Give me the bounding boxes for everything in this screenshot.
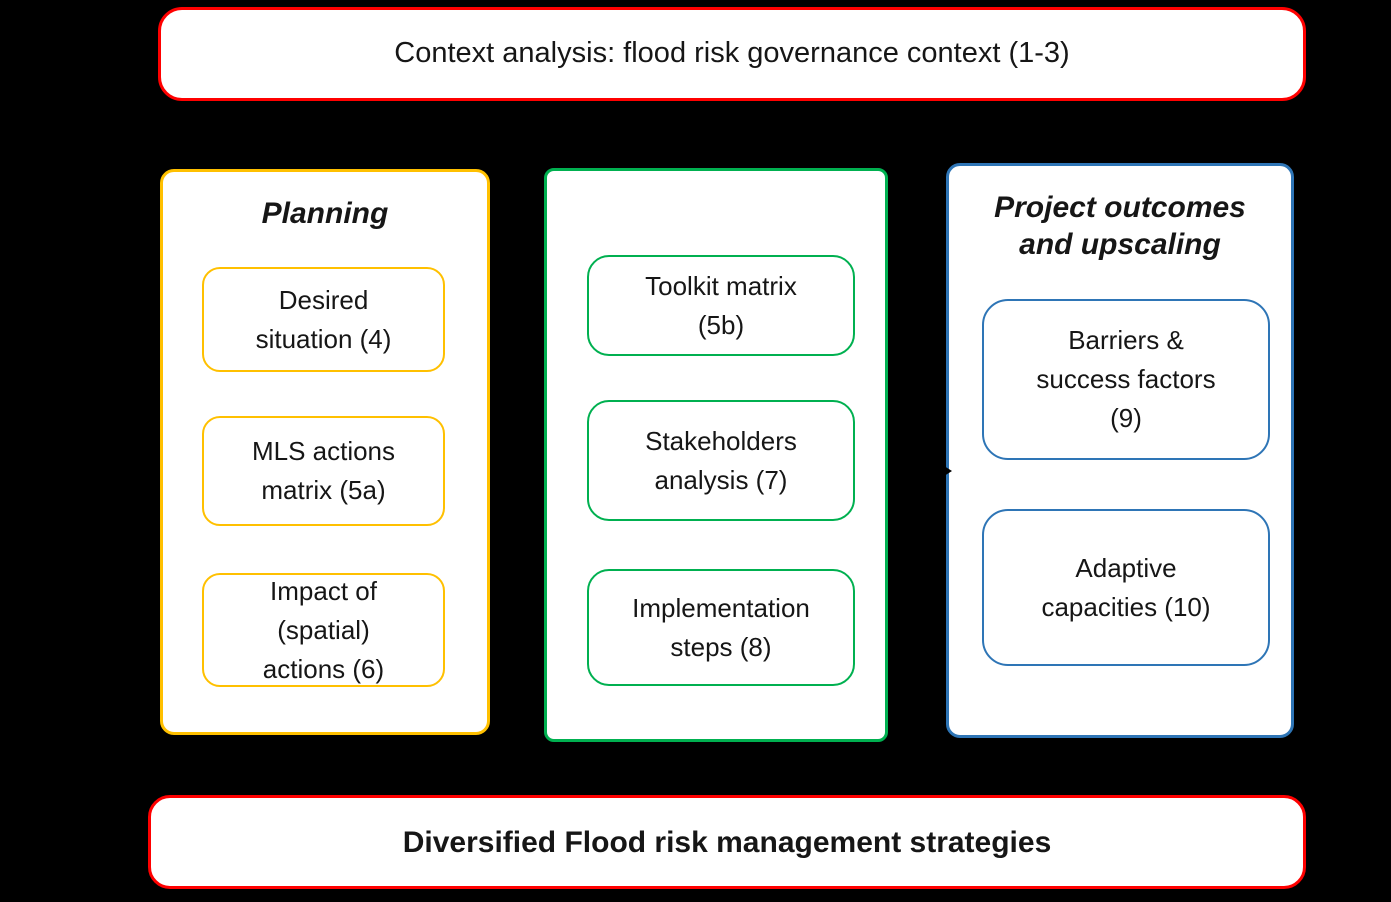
process-box-implementation-steps: Implementation steps (8) [587,569,855,686]
process-box-toolkit-matrix: Toolkit matrix (5b) [587,255,855,356]
process-box-label: Toolkit matrix (5b) [645,270,797,340]
top-banner-label: Context analysis: flood risk governance … [394,37,1070,70]
process-box-adaptive-capacities: Adaptive capacities (10) [982,509,1270,666]
process-box-impact-of-spatial-actions: Impact of (spatial) actions (6) [202,573,445,687]
process-box-mls-actions-matrix: MLS actions matrix (5a) [202,416,445,526]
arrow-right-icon [933,459,952,483]
bottom-banner: Diversified Flood risk management strate… [148,795,1306,889]
process-box-label: MLS actions matrix (5a) [251,436,396,505]
process-box-label: Adaptive capacities (10) [1041,552,1211,622]
column-planning: Planning Desired situation (4) MLS actio… [160,169,490,735]
process-box-label: Implementation steps (8) [632,592,810,662]
column-toolkit: Toolkit matrix (5b) Stakeholders analysi… [544,168,888,742]
process-box-label: Impact of (spatial) actions (6) [262,575,385,684]
process-box-label: Desired situation (4) [255,284,392,354]
column-project-outcomes-title: Project outcomes and upscaling [994,191,1246,261]
process-box-stakeholders-analysis: Stakeholders analysis (7) [587,400,855,521]
top-banner: Context analysis: flood risk governance … [158,7,1306,101]
process-box-barriers-success-factors: Barriers & success factors (9) [982,299,1270,460]
bottom-banner-label: Diversified Flood risk management strate… [402,825,1052,859]
process-box-desired-situation: Desired situation (4) [202,267,445,372]
process-box-label: Barriers & success factors (9) [1036,325,1216,433]
process-box-label: Stakeholders analysis (7) [645,425,797,495]
column-planning-title: Planning [261,197,389,230]
column-project-outcomes: Project outcomes and upscaling Barriers … [946,163,1294,738]
